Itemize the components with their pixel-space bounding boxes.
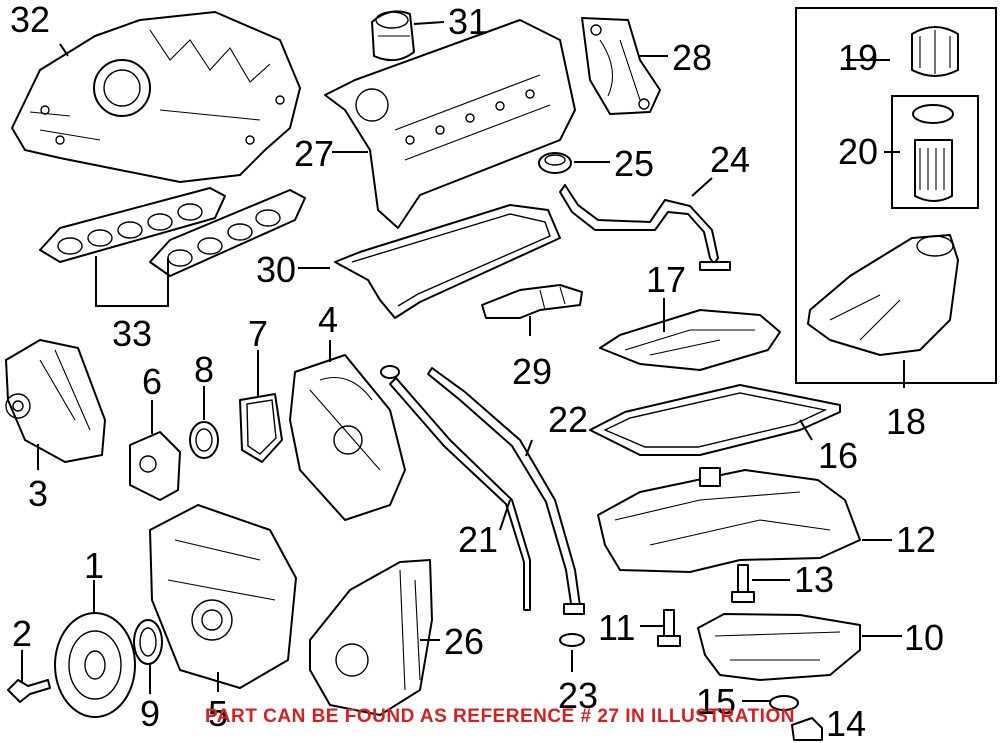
oil-filter-housing-part [807,234,959,356]
callout-18: 18 [886,401,926,442]
small-bracket-part [481,284,583,319]
callout-4: 4 [318,299,338,340]
callout-30: 30 [256,249,296,290]
callout-23: 23 [558,675,598,716]
callout-32: 32 [10,0,50,40]
valve-cover-part [324,19,576,229]
callout-15: 15 [696,681,736,722]
callout-27: 27 [294,133,334,174]
callout-11: 11 [598,607,635,648]
callout-25: 25 [614,143,654,184]
callout-17: 17 [646,259,686,300]
pan-bolt-11-part [657,609,681,647]
reference-note: PART CAN BE FOUND AS REFERENCE # 27 IN I… [205,706,795,727]
callout-14: 14 [826,703,866,743]
drain-washer-part [769,695,799,711]
callout-16: 16 [818,435,858,476]
valve-cover-seal-part [538,152,572,174]
callout-1: 1 [84,545,104,586]
oil-pump-part [309,559,433,716]
oil-filter-element-part [912,104,954,202]
o-ring-part [559,633,585,647]
callout-19: 19 [838,37,878,78]
callout-24: 24 [710,139,750,180]
front-cover-part [149,504,297,689]
drain-plug-part [791,717,823,741]
dipstick-guide-part [427,367,585,615]
intake-manifold-part [11,11,301,183]
lower-oil-pan-part [697,613,861,681]
callout-26: 26 [444,621,484,662]
callout-28: 28 [672,37,712,78]
crankshaft-balancer-part [54,612,136,718]
callout-9: 9 [140,693,160,734]
callout-3: 3 [28,473,48,514]
oil-filter-group-frame [795,7,997,384]
mount-bracket-part [581,17,661,115]
front-seal-part [189,421,219,459]
intake-gasket-left-part [39,187,226,263]
callout-7: 7 [248,313,268,354]
intake-gasket-right-part [149,189,306,277]
timing-cover-part [289,354,406,521]
callout-13: 13 [794,559,834,600]
oil-filler-cap-part [371,10,415,62]
callout-22: 22 [548,399,588,440]
thermostat-housing-part [129,431,181,501]
dipstick-part [380,365,531,611]
callout-31: 31 [448,1,488,42]
callout-33: 33 [112,313,152,354]
dipstick-tube-part [559,184,731,271]
balancer-bolt-part [7,679,51,703]
callout-6: 6 [142,361,162,402]
callout-21: 21 [458,519,498,560]
valve-cover-gasket-part [334,204,561,319]
callout-2: 2 [12,613,32,654]
cover-gasket-part [239,393,283,463]
upper-oil-pan-part [597,467,861,573]
callout-8: 8 [194,349,214,390]
callout-29: 29 [512,351,552,392]
oil-pan-baffle-part [599,309,781,371]
callout-10: 10 [904,617,944,658]
crank-seal-part [133,619,163,665]
callout-20: 20 [838,131,878,172]
callout-5: 5 [208,693,228,734]
oil-pan-gasket-part [589,384,841,456]
water-pump-part [5,339,106,463]
callout-12: 12 [896,519,936,560]
oil-filter-cap-part [911,26,959,77]
leader-lines [21,21,905,702]
pan-bolt-13-part [731,564,755,603]
